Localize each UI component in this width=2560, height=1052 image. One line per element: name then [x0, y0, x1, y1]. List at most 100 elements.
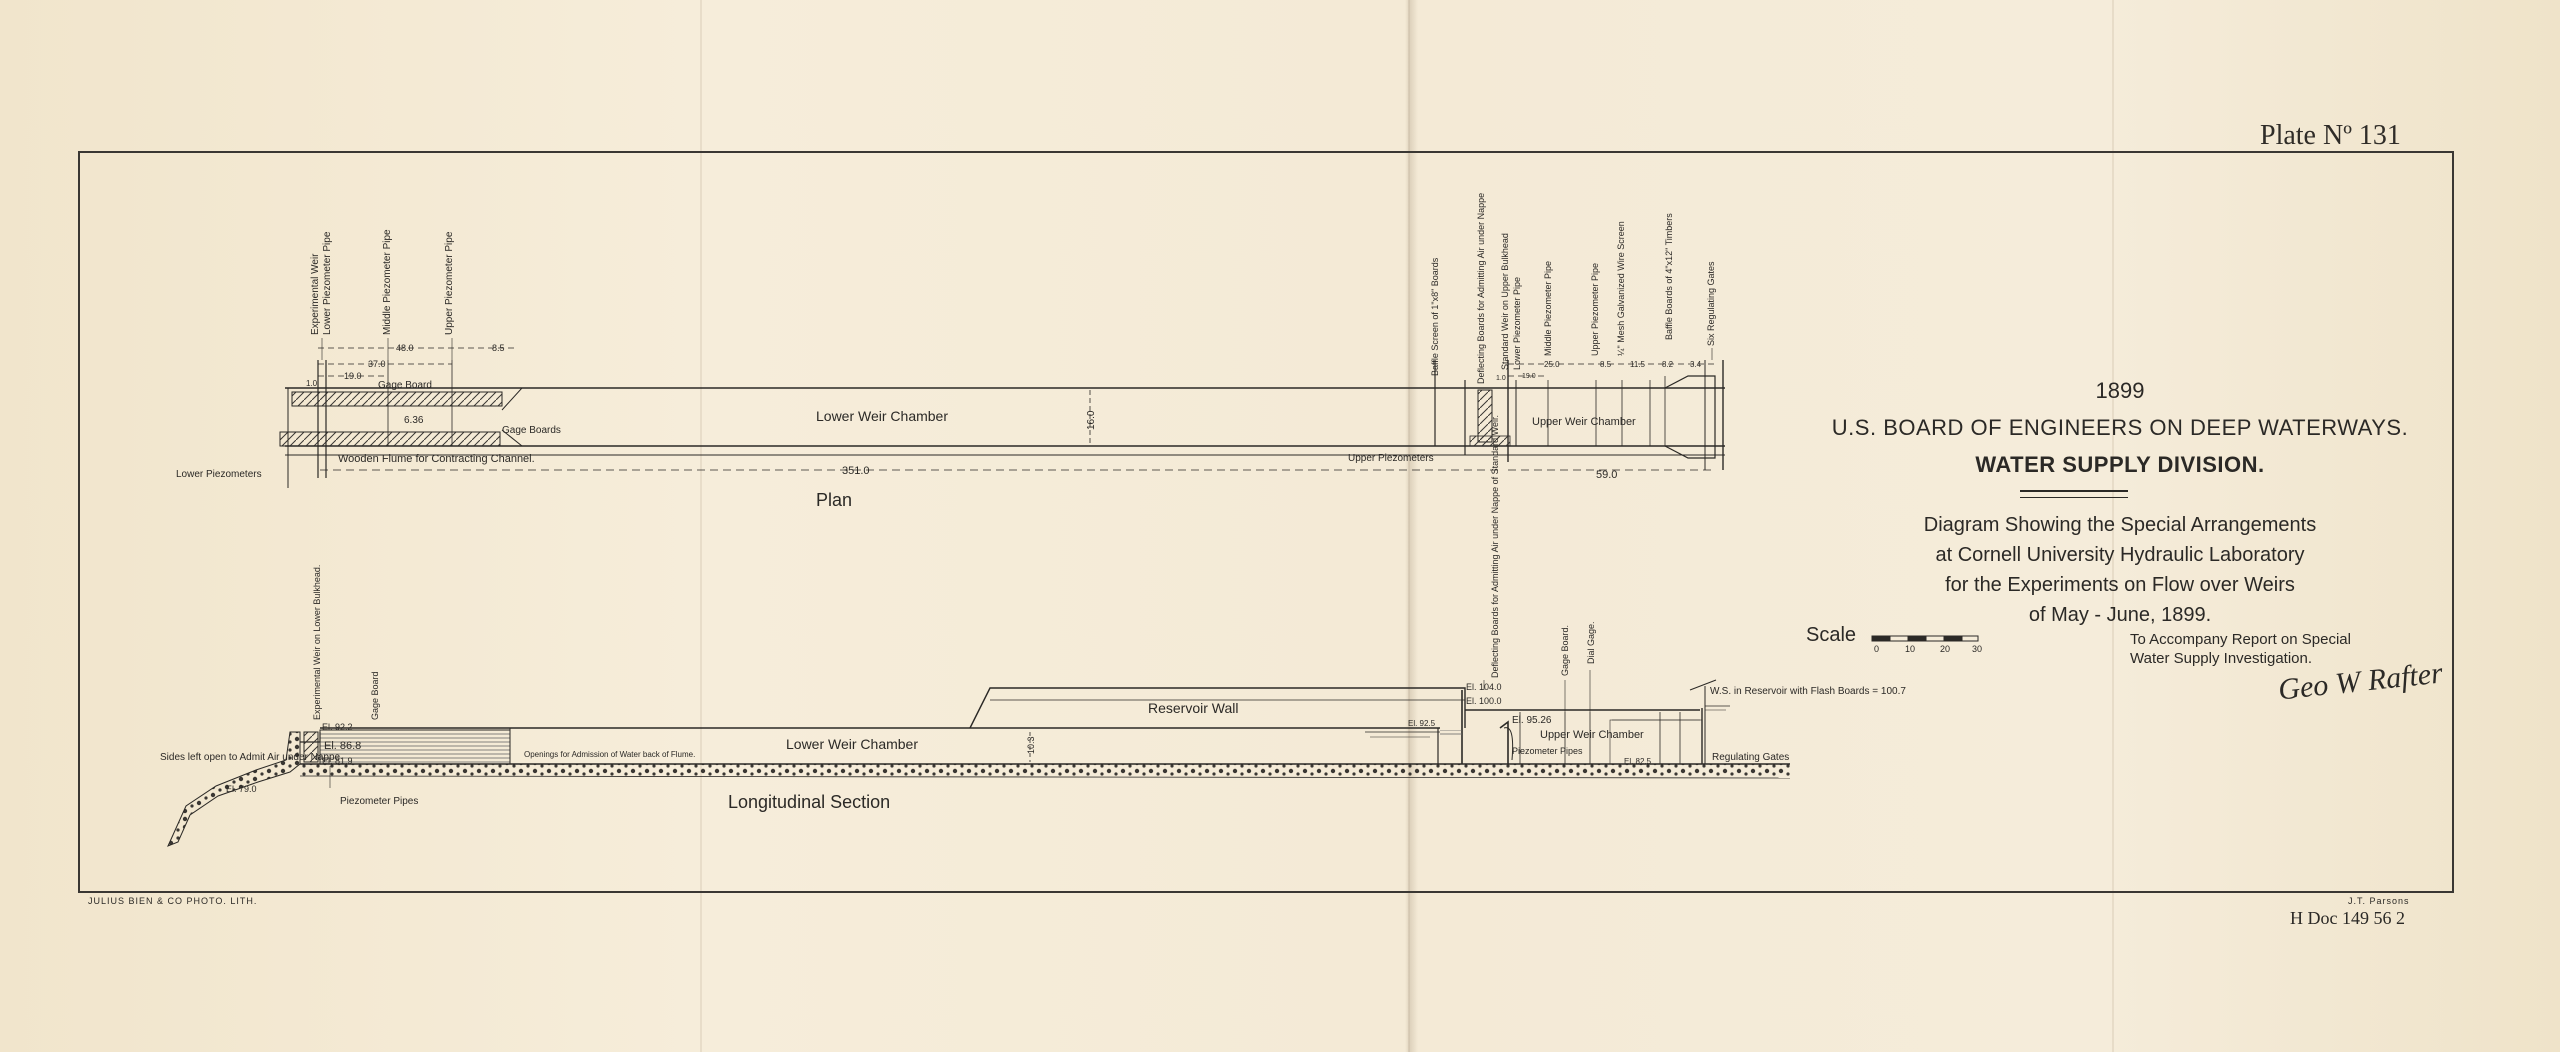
- plan-lower-chamber-label: Lower Weir Chamber: [816, 408, 948, 424]
- section-el-5: El. 104.0: [1466, 682, 1502, 692]
- plan-dim-d3: 37.0: [368, 359, 386, 369]
- plan-dim-r6: 8.2: [1662, 360, 1674, 369]
- plan-vlabel-deflecting: Deflecting Boards for Admitting Air unde…: [1476, 193, 1486, 384]
- plan-gage-board-label: Gage Board: [378, 380, 432, 391]
- section-vlabel-deflecting: Deflecting Boards for Admitting Air unde…: [1490, 415, 1500, 678]
- plan-lower-piezo-label: Lower Piezometers: [176, 469, 262, 480]
- plan-caption: Plan: [816, 490, 852, 510]
- plan-upper-chamber-label: Upper Weir Chamber: [1532, 416, 1636, 428]
- scale-tick-10: 10: [1905, 644, 1915, 654]
- scale-tick-0: 0: [1874, 644, 1879, 654]
- section-vlabel-gage-board2: Gage Board.: [1560, 625, 1570, 676]
- section-vlabel-gage-board: Gage Board: [370, 671, 380, 720]
- plan-gage-board-hatch: [291, 391, 503, 407]
- section-standard-weir: [1499, 720, 1509, 764]
- plan-vlabel-middle-piezo-r: Middle Piezometer Pipe: [1543, 261, 1553, 356]
- plan-dim-d2: 8.5: [492, 343, 505, 353]
- section-el-7: El. 92.5: [1408, 719, 1436, 728]
- section-el-8: El. 95.26: [1512, 715, 1552, 726]
- description-line: of May - June, 1899.: [2028, 604, 2212, 626]
- section-el-6: El. 100.0: [1466, 696, 1502, 706]
- plate-border: [78, 151, 2454, 893]
- section-sides-label: Sides left open to Admit Air under Nappe: [160, 752, 341, 763]
- section-ground: [300, 764, 1790, 776]
- plan-vlabel-baffle-screen: Baffle Screen of 1"x8" Boards: [1430, 257, 1440, 376]
- plan-vlabel-middle-piezo: Middle Piezometer Pipe: [382, 229, 393, 335]
- plan-gage-boards-hatch: [279, 431, 501, 447]
- plan-vlabel-wire-screen: ¼" Mesh Galvanized Wire Screen: [1616, 221, 1626, 356]
- plan-dim-r3: 19.0: [1522, 373, 1536, 380]
- title-board: U.S. BOARD OF ENGINEERS ON DEEP WATERWAY…: [1831, 415, 2409, 440]
- plan-dim-d5: 1.0: [306, 379, 318, 388]
- section-el-4: El. 79.0: [226, 784, 257, 794]
- lithographer-credit: JULIUS BIEN & CO PHOTO. LITH.: [88, 896, 258, 906]
- plan-vlabel-regulating-gates: Six Regulating Gates: [1706, 261, 1716, 346]
- title-division: WATER SUPPLY DIVISION.: [1975, 452, 2265, 477]
- section-lower-chamber-label: Lower Weir Chamber: [786, 736, 918, 752]
- section-el-1: El. 92.2: [322, 722, 353, 732]
- description-line: at Cornell University Hydraulic Laborato…: [1935, 544, 2305, 566]
- plan-vlabel-standard-weir: Standard Weir on Upper Bulkhead: [1500, 233, 1510, 370]
- fold-line: [2112, 0, 2114, 1052]
- section-el-9: El. 82.5: [1624, 757, 1652, 766]
- plan-view: [279, 338, 1725, 488]
- section-el-3: El. 81.9: [322, 756, 353, 766]
- section-vlabel-exp-weir: Experimental Weir on Lower Bulkhead.: [312, 565, 322, 720]
- title-description: Diagram Showing the Special Arrangements…: [1830, 510, 2410, 630]
- center-fold: [1408, 0, 1410, 1052]
- plan-dim-r2: 1.0: [1496, 375, 1506, 382]
- section-depth-dim: 10.3: [1026, 736, 1036, 754]
- plan-right-total: 59.0: [1596, 469, 1617, 481]
- section-reservoir-wall: [969, 687, 1466, 729]
- plan-vlabel-baffle-boards: Baffle Boards of 4"x12" Timbers: [1664, 213, 1674, 340]
- plan-vlabel-upper-piezo-r: Upper Piezometer Pipe: [1590, 263, 1600, 356]
- section-reservoir-wall-label: Reservoir Wall: [1148, 700, 1239, 716]
- plan-dim-r1: 25.0: [1544, 360, 1560, 369]
- scale-bar: 0 10 20 30: [1871, 635, 1982, 654]
- plan-total-length: 351.0: [842, 465, 870, 477]
- plan-width-dim: 16.0: [1086, 410, 1097, 430]
- plan-vlabel-lower-piezo: Lower Piezometer Pipe: [322, 231, 333, 335]
- section-reg-gates-label: Regulating Gates: [1712, 752, 1789, 763]
- fold-line: [700, 0, 702, 1052]
- section-view: [167, 670, 1791, 847]
- section-vlabel-dial-gage: Dial Gage.: [1586, 621, 1596, 664]
- section-upper-chamber-label: Upper Weir Chamber: [1540, 729, 1644, 741]
- description-line: Diagram Showing the Special Arrangements: [1923, 514, 2317, 536]
- plan-dim-d1: 48.0: [396, 343, 414, 353]
- section-openings-label: Openings for Admission of Water back of …: [524, 750, 695, 759]
- title-year: 1899: [2095, 378, 2145, 403]
- plan-dim-r4: 8.5: [1600, 360, 1612, 369]
- plan-flume-label: Wooden Flume for Contracting Channel.: [338, 453, 535, 465]
- plan-vlabel-lower-piezo-r: Lower Piezometer Pipe: [1512, 277, 1522, 370]
- plan-dim-d6: 6.36: [404, 415, 424, 426]
- title-rule: [2020, 490, 2128, 498]
- section-nappe-outflow: [167, 731, 301, 847]
- plate-number: Plate Nº 131: [2260, 120, 2401, 151]
- scale-tick-20: 20: [1940, 644, 1950, 654]
- section-piezo-pipes2-label: Piezometer Pipes: [1512, 746, 1583, 756]
- plan-gage-boards-label: Gage Boards: [502, 425, 561, 436]
- section-caption: Longitudinal Section: [728, 792, 890, 812]
- section-ws-label: W.S. in Reservoir with Flash Boards = 10…: [1710, 686, 1906, 697]
- plan-dim-r5: 11.5: [1630, 360, 1646, 369]
- document-number: H Doc 149 56 2: [2290, 908, 2405, 928]
- description-line: for the Experiments on Flow over Weirs: [1945, 574, 2295, 596]
- section-piezo-pipes-label: Piezometer Pipes: [340, 796, 418, 807]
- plan-dim-d4: 19.0: [344, 371, 362, 381]
- accompany-note: To Accompany Report on Special Water Sup…: [2130, 630, 2351, 668]
- plan-vlabel-exp-weir: Experimental Weir: [310, 253, 321, 335]
- plan-vlabel-upper-piezo: Upper Piezometer Pipe: [444, 231, 455, 335]
- draftsman-credit: J.T. Parsons: [2348, 896, 2410, 906]
- section-text: Reservoir Wall Lower Weir Chamber Upper …: [160, 415, 1906, 812]
- plan-dim-r7: 3.4: [1690, 360, 1702, 369]
- plan-upper-piezo-label: Upper Piezometers: [1348, 453, 1434, 464]
- accompany-line: To Accompany Report on Special: [2130, 631, 2351, 648]
- scale-tick-30: 30: [1972, 644, 1982, 654]
- section-lower-water: [319, 729, 511, 765]
- accompany-line: Water Supply Investigation.: [2130, 650, 2313, 667]
- plan-text: Lower Weir Chamber Upper Weir Chamber Wo…: [176, 193, 1716, 510]
- scale-label: Scale: [1806, 624, 1857, 646]
